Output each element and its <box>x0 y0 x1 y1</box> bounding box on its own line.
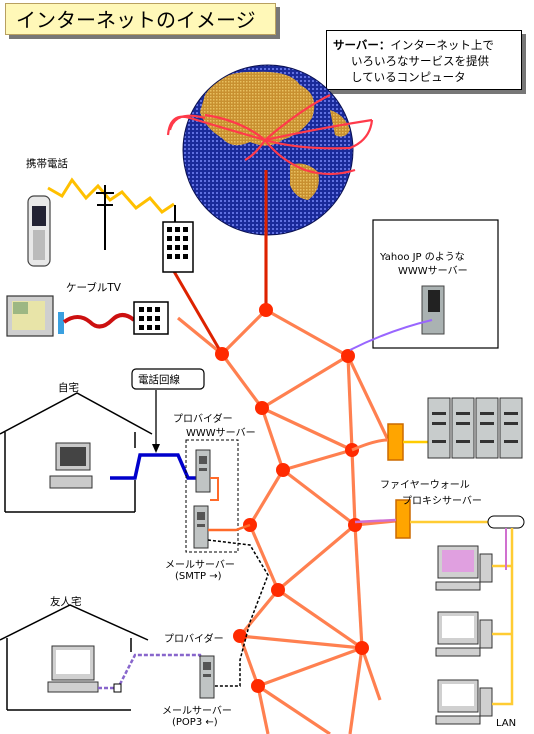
phone-line-label: 電話回線 <box>138 374 180 386</box>
mail-smtp-protocol-label: (SMTP →) <box>175 571 222 582</box>
provider-www-server-icon <box>195 449 211 493</box>
router-node <box>348 518 362 532</box>
yahoo-label-line2: WWWサーバー <box>398 266 468 277</box>
router-node <box>251 679 265 693</box>
globe-connection-lines <box>166 94 374 176</box>
lan-computer-icon <box>435 545 493 591</box>
note-line1: インターネット上で <box>390 38 494 52</box>
provider2-label: プロバイダー <box>164 634 224 645</box>
mail-pop3-protocol-label: (POP3 ←) <box>172 717 218 728</box>
provider-mail-smtp-server-icon <box>193 505 209 549</box>
friend-line <box>98 653 208 690</box>
router-node <box>233 629 247 643</box>
mobile-uplink <box>170 267 224 355</box>
friend-home-label: 友人宅 <box>50 596 82 608</box>
proxy-label: プロキシサーバー <box>402 496 482 507</box>
globe-icon <box>182 64 354 236</box>
provider-dashed-box <box>185 439 239 553</box>
diagram-title: インターネットのイメージ <box>5 3 276 35</box>
cable-plug-icon <box>58 312 64 334</box>
network-nodes <box>215 303 369 693</box>
proxy-server-icon <box>395 499 411 539</box>
router-node <box>355 641 369 655</box>
provider-label: プロバイダー <box>173 414 233 425</box>
mail-pop3-label: メールサーバー <box>162 706 232 717</box>
lan-computer-icon <box>435 611 493 657</box>
router-node <box>276 463 290 477</box>
server-rack-icon <box>427 397 523 459</box>
mobile-phone-icon <box>27 195 51 267</box>
provider-mail-pop3-server-icon <box>199 655 215 699</box>
base-station-building-icon <box>162 205 194 273</box>
friend-computer-icon <box>47 645 99 693</box>
lan-label: LAN <box>496 718 517 729</box>
mail-smtp-label: メールサーバー <box>165 560 235 571</box>
phone-line <box>110 453 196 480</box>
firewall-icon <box>387 423 404 461</box>
antenna-tower-icon <box>96 185 114 250</box>
radio-wave-icon <box>47 177 175 214</box>
note-line3: しているコンピュータ <box>351 70 466 84</box>
lan-cable <box>492 528 514 706</box>
cable-tv-label: ケーブルTV <box>66 282 121 294</box>
friend-house-icon <box>0 604 149 711</box>
router-node <box>341 349 355 363</box>
lan-computer-icon <box>435 679 493 725</box>
tv-icon <box>6 295 54 337</box>
firewall-label: ファイヤーウォール <box>380 480 470 491</box>
phone-line-label-box <box>131 368 205 390</box>
router-node <box>259 303 273 317</box>
home-label: 自宅 <box>58 382 79 394</box>
router-node <box>271 583 285 597</box>
lan-hub-icon <box>487 515 525 529</box>
mail-route-dotted <box>207 539 269 687</box>
note-line2: いろいろなサービスを提供 <box>351 54 489 68</box>
yahoo-link <box>349 319 433 351</box>
router-node <box>255 401 269 415</box>
home-computer-icon <box>49 442 93 489</box>
mobile-label: 携帯電話 <box>26 158 68 170</box>
provider-www-label: WWWサーバー <box>186 428 256 439</box>
note-term: サーバー： <box>333 38 391 52</box>
cable-tv-building-icon <box>133 301 169 335</box>
yahoo-building-icon <box>372 219 499 349</box>
cable-line <box>62 313 136 329</box>
router-node <box>215 347 229 361</box>
home-house-icon <box>0 392 153 513</box>
yahoo-label-line1: Yahoo JP のような <box>380 252 465 263</box>
server-definition-note: サーバー：インターネット上で いろいろなサービスを提供 しているコンピュータ <box>326 30 522 90</box>
